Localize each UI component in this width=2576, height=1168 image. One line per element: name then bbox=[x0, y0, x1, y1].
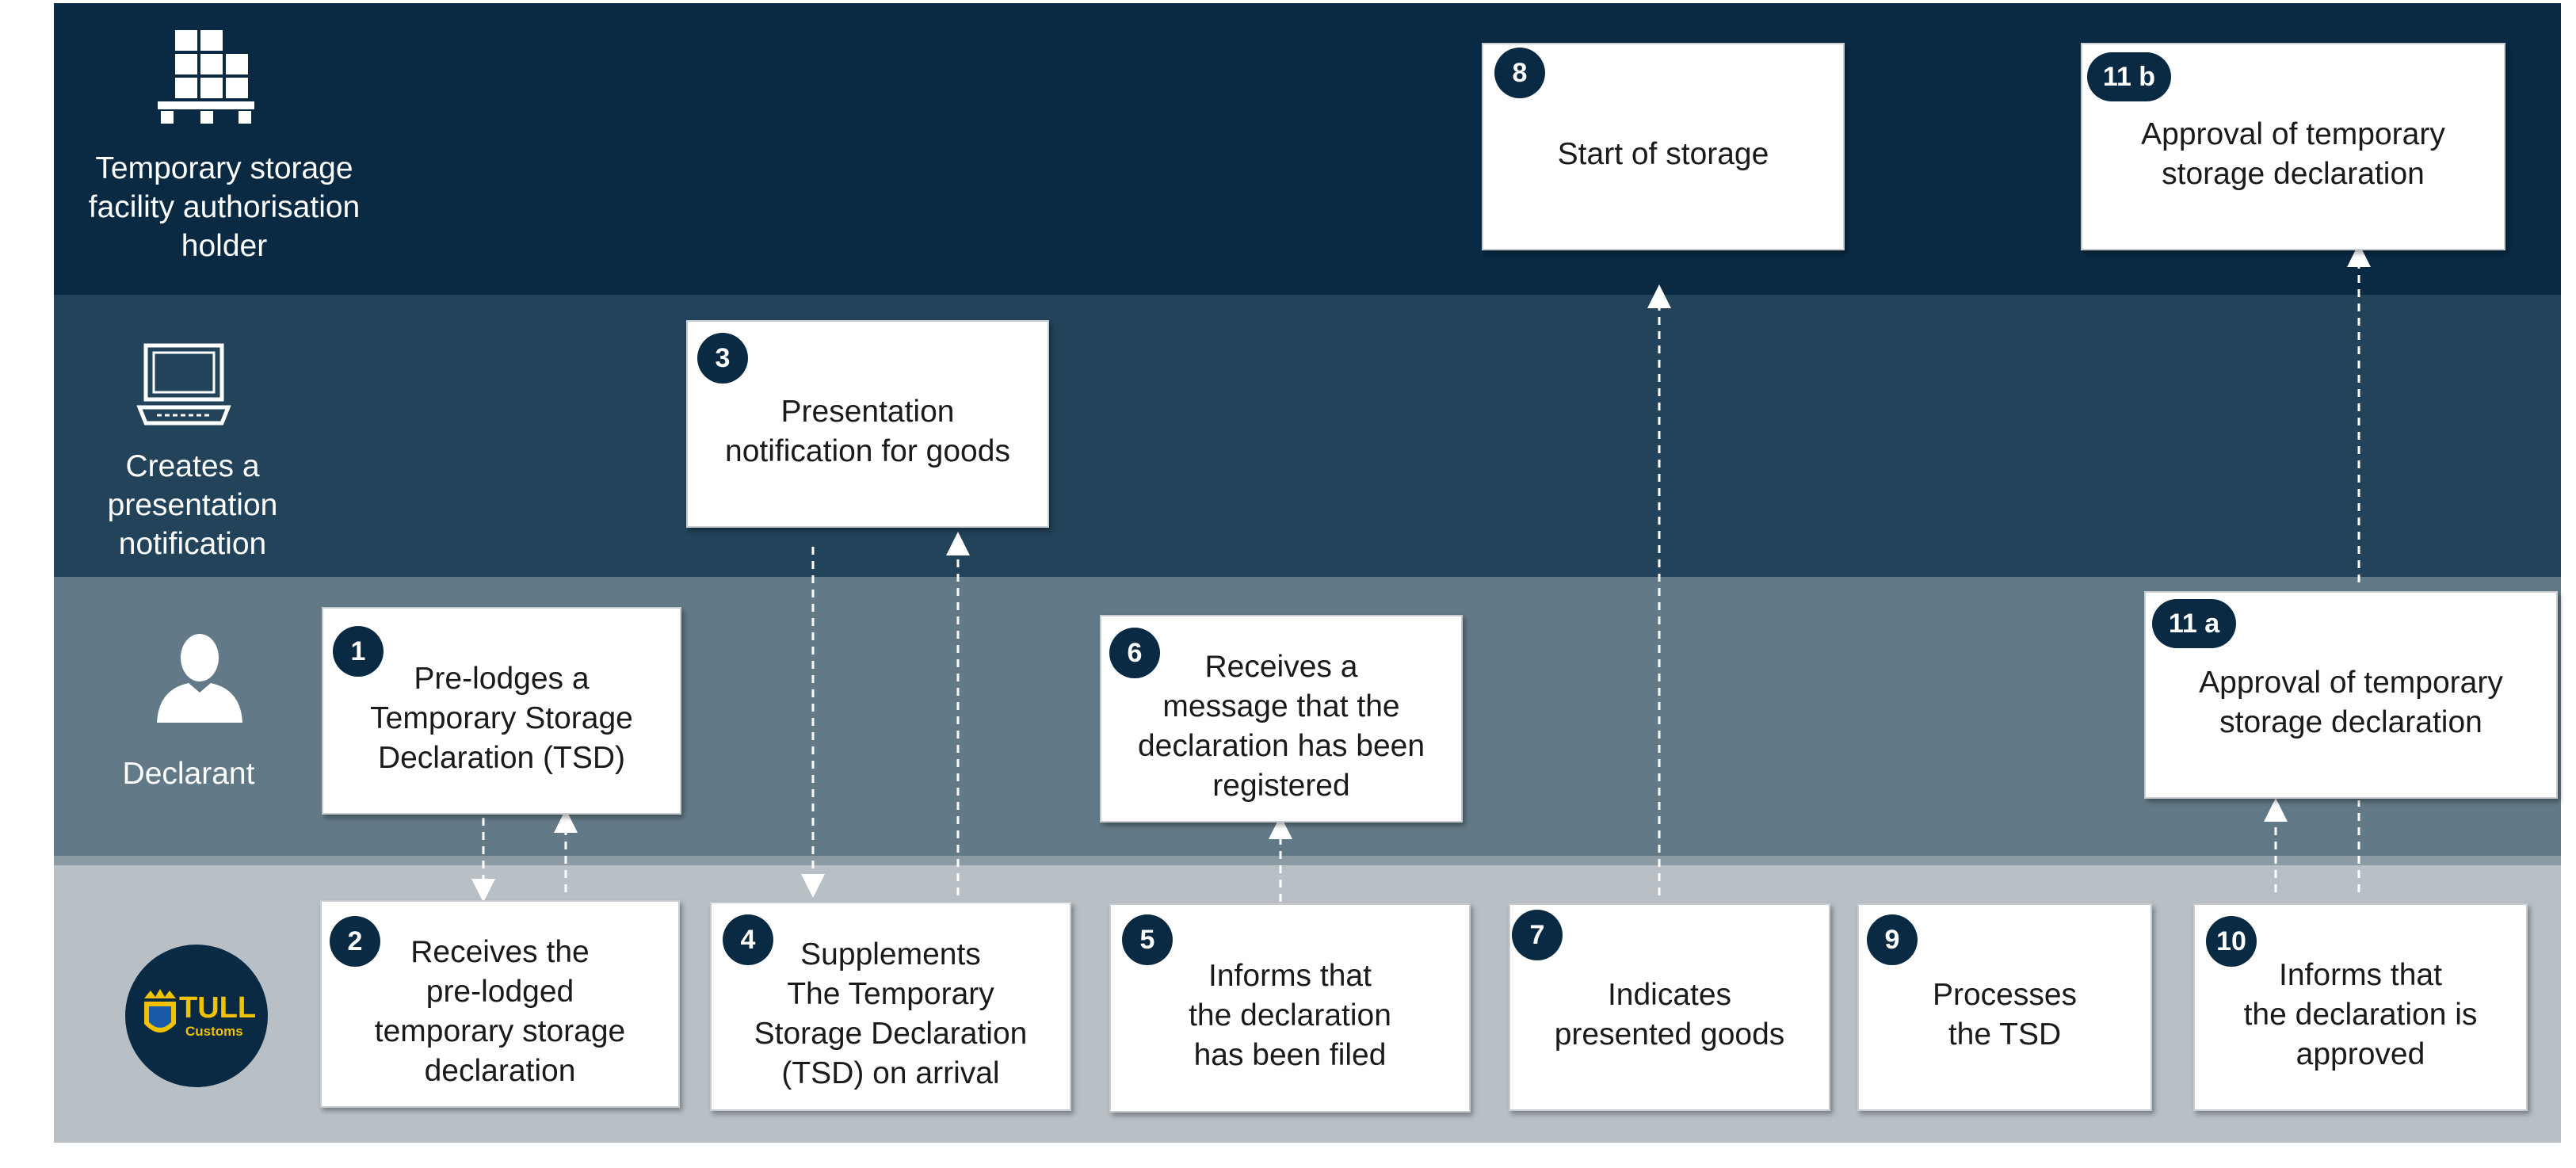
step-3-box: Presentation notification for goods bbox=[686, 320, 1049, 528]
step-8-badge: 8 bbox=[1494, 48, 1545, 98]
step-7-text: Indicates presented goods bbox=[1554, 978, 1785, 1052]
pallet-boxes-icon bbox=[158, 30, 254, 124]
step-3-text: Presentation notification for goods bbox=[725, 395, 1010, 468]
step-4-badge: 4 bbox=[723, 914, 773, 965]
step-11a-badge: 11 a bbox=[2152, 599, 2236, 648]
step-10-box: Informs that the declaration is approved bbox=[2193, 903, 2528, 1111]
step-1-badge: 1 bbox=[333, 626, 384, 677]
step-9-badge: 9 bbox=[1867, 914, 1918, 965]
customs-logo-text: TULL bbox=[179, 991, 257, 1025]
step-11a-text: Approval of temporary storage declaratio… bbox=[2199, 666, 2503, 739]
step-8-text: Start of storage bbox=[1557, 137, 1769, 171]
step-2-box: Receives the pre-lodged temporary storag… bbox=[320, 900, 680, 1108]
step-1-text: Pre-lodges a Temporary Storage Declarati… bbox=[370, 662, 633, 775]
lane-presentation-system bbox=[54, 295, 2561, 577]
step-10-text: Informs that the declaration is approved bbox=[2243, 958, 2478, 1071]
step-3-badge: 3 bbox=[697, 333, 748, 384]
step-6-text: Receives a message that the declaration … bbox=[1137, 650, 1425, 803]
step-6-badge: 6 bbox=[1109, 628, 1160, 678]
person-icon bbox=[157, 634, 242, 723]
step-9-text: Processes the TSD bbox=[1932, 978, 2078, 1052]
step-5-text: Informs that the declaration has been fi… bbox=[1189, 959, 1391, 1072]
step-11b-text: Approval of temporary storage declaratio… bbox=[2141, 117, 2445, 191]
step-7-badge: 7 bbox=[1512, 910, 1563, 960]
step-6-box: Receives a message that the declaration … bbox=[1100, 615, 1463, 823]
step-11b-badge: 11 b bbox=[2087, 52, 2171, 101]
step-10-badge: 10 bbox=[2206, 916, 2257, 967]
laptop-icon bbox=[136, 343, 231, 426]
step-5-badge: 5 bbox=[1122, 914, 1173, 965]
step-4-text: Supplements The Temporary Storage Declar… bbox=[754, 937, 1028, 1090]
lane-label-facility: Temporary storage facility authorisation… bbox=[88, 151, 361, 263]
lane-label-declarant: Declarant bbox=[122, 757, 255, 791]
step-2-badge: 2 bbox=[330, 916, 380, 967]
lane-divider bbox=[54, 856, 2561, 865]
step-2-text: Receives the pre-lodged temporary storag… bbox=[374, 935, 626, 1088]
customs-logo-subtext: Customs bbox=[185, 1024, 243, 1039]
customs-logo-icon: TULL Customs bbox=[125, 945, 268, 1087]
lane-label-system: Creates a presentation notification bbox=[107, 449, 278, 561]
